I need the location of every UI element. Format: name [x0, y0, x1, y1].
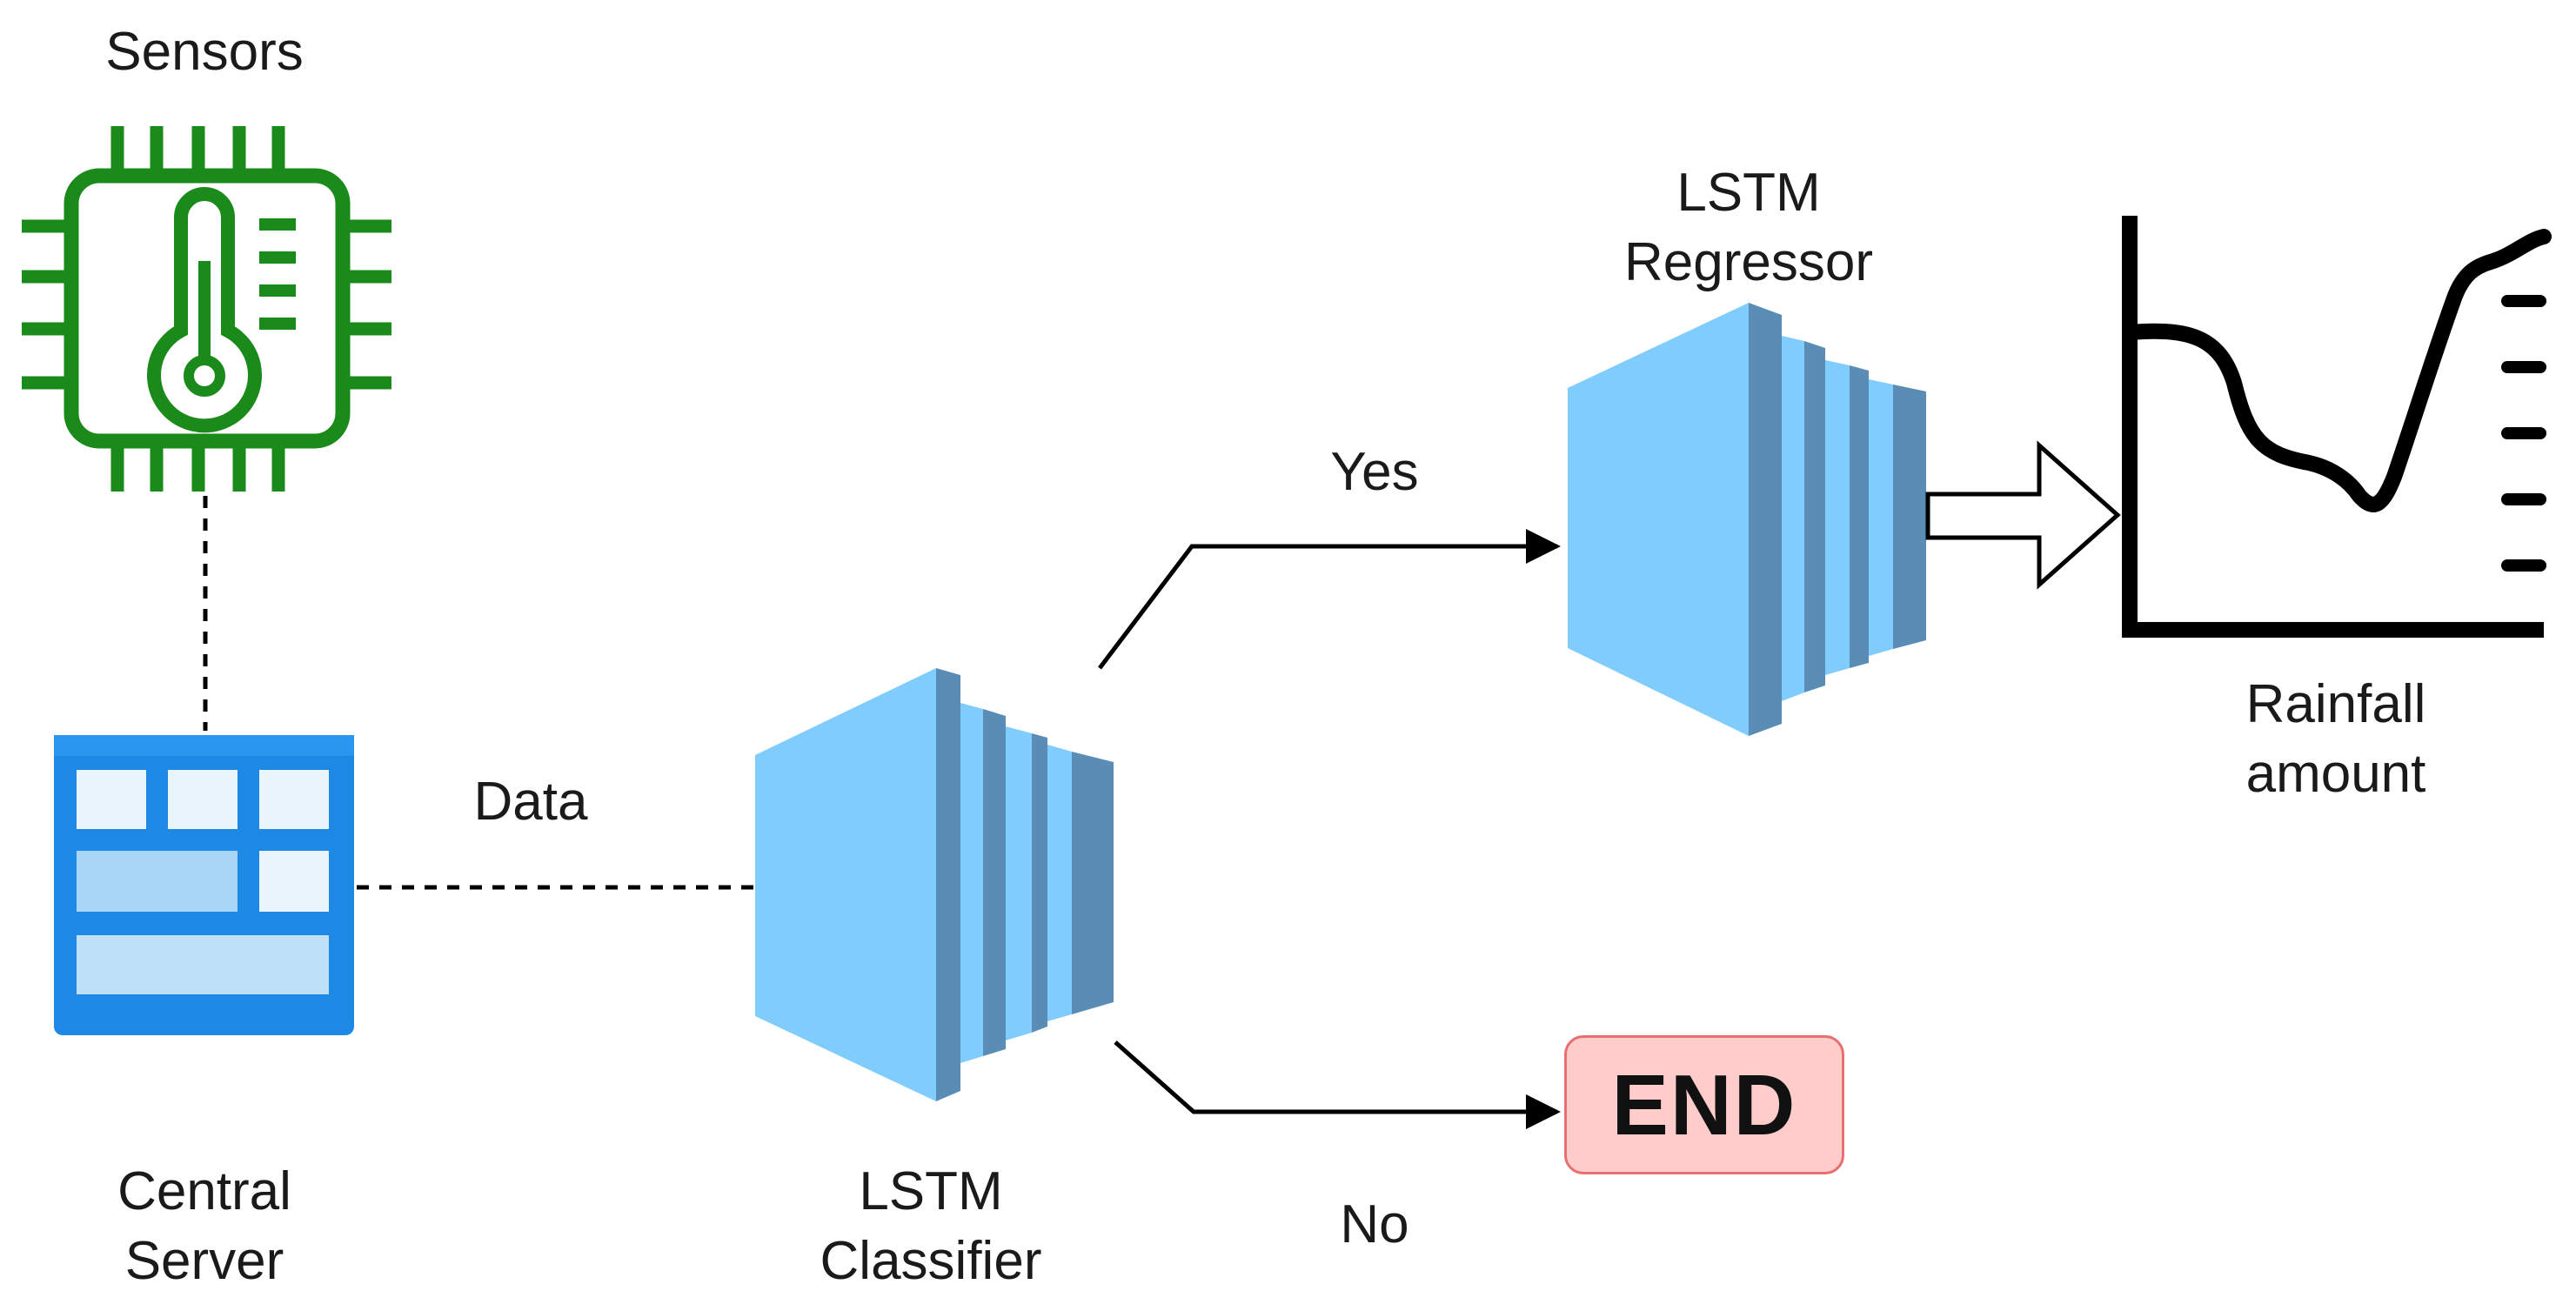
no-label: No [1288, 1190, 1462, 1260]
rainfall-amount-label: Rainfall amount [2175, 670, 2497, 809]
end-node: END [1564, 1035, 1844, 1174]
rainfall-chart-icon [2122, 216, 2552, 638]
lstm-regressor-label-line1: LSTM [1676, 163, 1821, 223]
rainfall-amount-label-line1: Rainfall [2245, 674, 2426, 734]
lstm-regressor-stack-icon [1568, 303, 1926, 736]
sensors-label-text: Sensors [105, 22, 304, 82]
lstm-classifier-label-line1: LSTM [859, 1161, 1003, 1221]
data-label: Data [409, 767, 652, 837]
yes-arrow [1098, 529, 1561, 670]
data-label-text: Data [473, 772, 588, 832]
sensors-label: Sensors [52, 17, 357, 87]
rainfall-amount-label-line2: amount [2245, 744, 2426, 804]
lstm-classifier-label-line2: Classifier [820, 1231, 1042, 1291]
central-server-label: Central Server [52, 1157, 357, 1296]
no-label-text: No [1340, 1194, 1409, 1254]
central-server-label-line1: Central [117, 1161, 291, 1221]
server-grid-icon [54, 735, 354, 1035]
lstm-classifier-label: LSTM Classifier [766, 1157, 1096, 1296]
output-block-arrow [1925, 440, 2121, 590]
yes-label: Yes [1288, 438, 1462, 507]
sensor-chip-thermometer-icon [22, 126, 391, 492]
central-server-label-line2: Server [124, 1231, 284, 1291]
yes-label-text: Yes [1330, 442, 1419, 502]
lstm-regressor-label-line2: Regressor [1624, 232, 1873, 292]
lstm-classifier-stack-icon [755, 668, 1114, 1101]
end-label: END [1611, 1056, 1797, 1153]
no-arrow [1114, 1040, 1561, 1129]
lstm-regressor-label: LSTM Regressor [1583, 158, 1914, 298]
